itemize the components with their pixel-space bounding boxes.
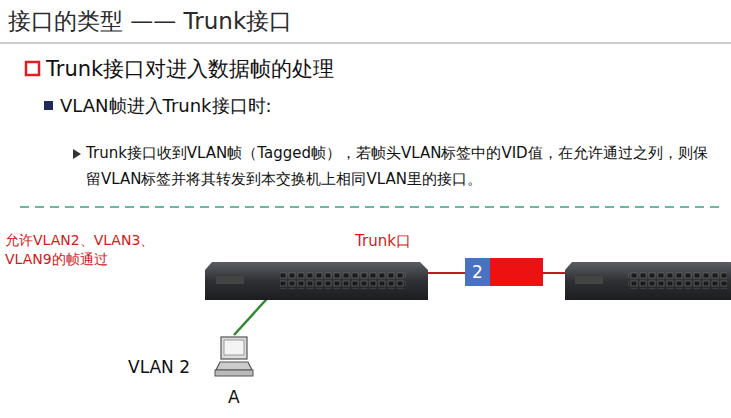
heading: Trunk接口对进入数据帧的处理 [46,55,334,83]
switch [205,262,428,300]
pc-icon [215,337,253,376]
vlan-label: VLAN 2 [128,357,190,377]
vlan-tag: 2 [465,258,490,286]
divider [20,206,722,208]
note: 允许VLAN2、VLAN3、VLAN9的帧通过 [5,231,165,269]
sub-bullet: VLAN帧进入Trunk接口时: [60,94,272,118]
page-title: 接口的类型 —— Trunk接口 [8,6,292,37]
bullet-arrow [73,149,81,159]
paragraph: Trunk接口收到VLAN帧（Tagged帧），若帧头VLAN标签中的VID值，… [86,140,714,192]
frame-body [490,258,543,286]
port-label: Trunk口 [355,232,411,251]
title-rule [0,43,731,44]
switch [565,262,731,300]
host-label: A [228,387,240,407]
bullet-square [26,62,39,75]
bullet-square [44,101,53,110]
tag-value: 2 [472,262,483,282]
